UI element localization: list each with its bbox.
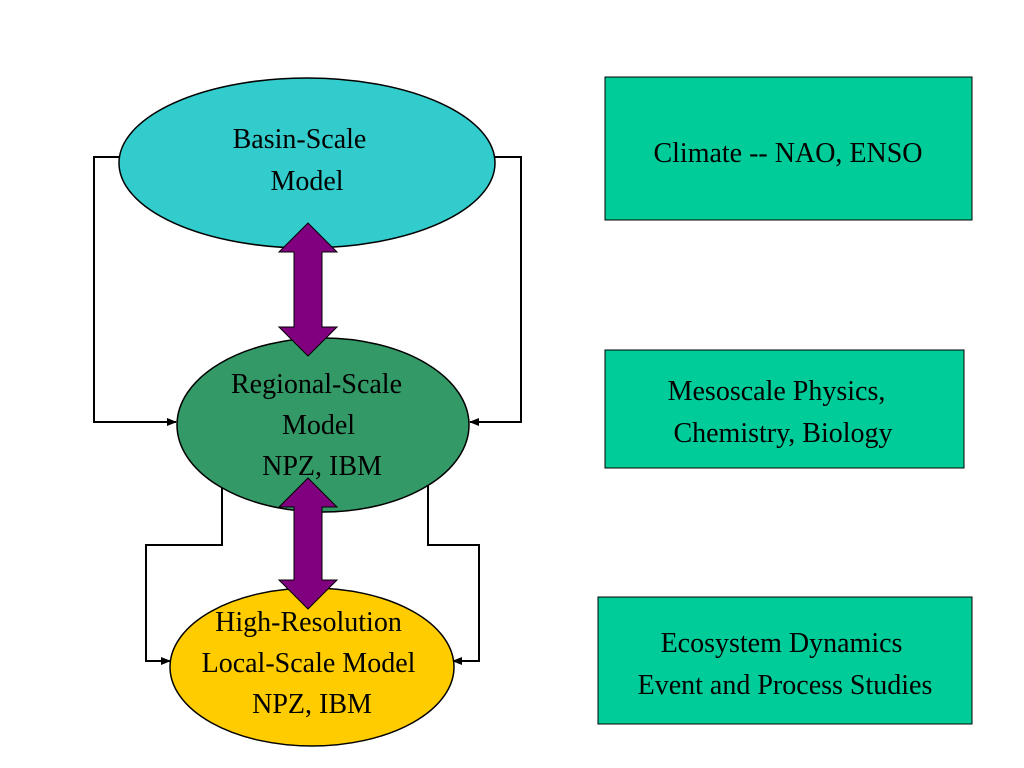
- local-scale-label-line: Local-Scale Model: [202, 648, 416, 679]
- ecosystem-box: [597, 596, 973, 725]
- regional-scale-label: Regional-Scale Model NPZ, IBM: [231, 369, 409, 482]
- climate-box-label-line: Climate -- NAO, ENSO: [653, 138, 922, 169]
- local-scale-label-line: NPZ, IBM: [252, 689, 372, 720]
- regional-scale-label-line: Regional-Scale: [231, 369, 402, 400]
- mesoscale-box-label-line: Mesoscale Physics,: [668, 376, 886, 407]
- basin-scale-node: [118, 77, 496, 249]
- climate-box-label: Climate -- NAO, ENSO: [653, 138, 922, 169]
- regional-scale-label-line: Model: [282, 410, 355, 441]
- connector-lines: [93, 156, 522, 665]
- local-scale-label: High-Resolution Local-Scale Model NPZ, I…: [202, 607, 423, 720]
- connector-regional-right-to-local: [427, 485, 480, 665]
- regional-scale-label-line: NPZ, IBM: [262, 451, 382, 482]
- double-arrow-basin-regional: [277, 222, 339, 357]
- climate-box: [604, 76, 973, 221]
- basin-scale-label-line: Basin-Scale: [233, 124, 367, 155]
- ecosystem-box-label: Ecosystem Dynamics Event and Process Stu…: [638, 628, 933, 701]
- ecosystem-box-label-line: Ecosystem Dynamics: [661, 628, 903, 659]
- double-arrow-regional-local: [277, 477, 339, 610]
- connector-basin-right-to-regional: [469, 156, 522, 426]
- mesoscale-box: [604, 349, 965, 469]
- local-scale-label-line: High-Resolution: [215, 607, 402, 638]
- basin-scale-label-line: Model: [270, 166, 343, 197]
- connector-basin-left-to-regional: [93, 156, 177, 426]
- ecosystem-box-label-line: Event and Process Studies: [638, 670, 933, 701]
- basin-scale-label: Basin-Scale Model: [233, 124, 374, 197]
- mesoscale-box-label-line: Chemistry, Biology: [673, 418, 892, 449]
- connector-regional-left-to-local: [145, 485, 223, 665]
- mesoscale-box-label: Mesoscale Physics, Chemistry, Biology: [668, 376, 893, 449]
